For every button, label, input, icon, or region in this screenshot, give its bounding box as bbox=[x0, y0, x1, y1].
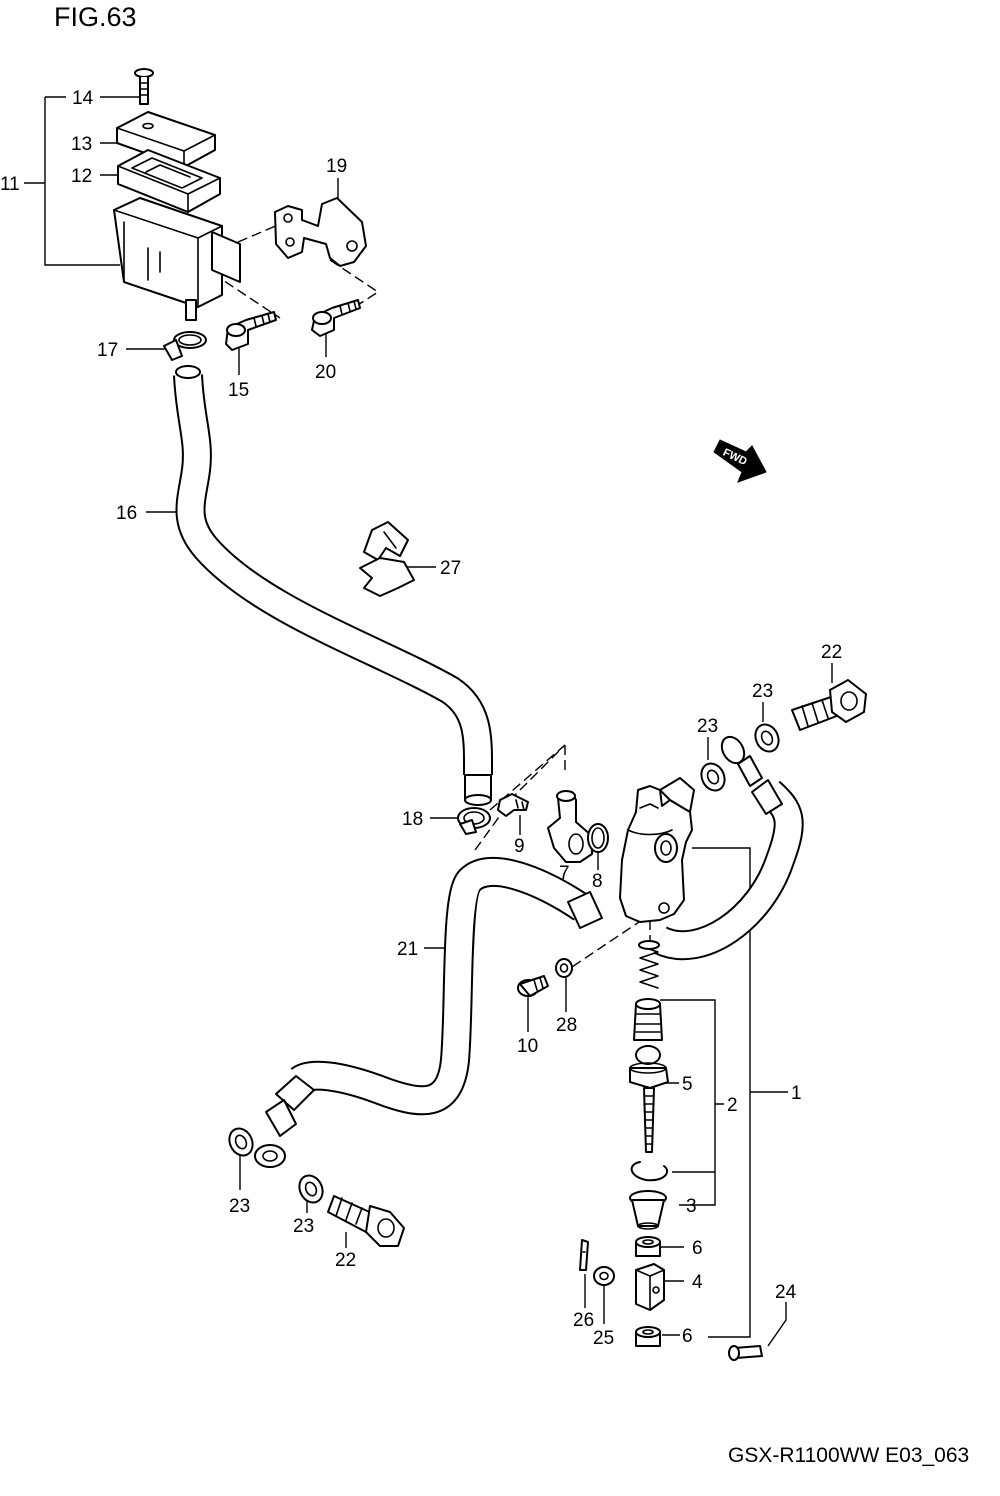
hose-clamp-17 bbox=[163, 331, 207, 361]
dust-boot-3 bbox=[629, 1190, 667, 1230]
washer-25 bbox=[593, 1266, 615, 1286]
callout-5: 5 bbox=[682, 1074, 693, 1095]
callout-6-top: 6 bbox=[692, 1238, 703, 1259]
forward-direction-badge: FWD bbox=[713, 439, 767, 483]
washer-23-bottom bbox=[298, 1174, 324, 1204]
callout-1: 1 bbox=[791, 1083, 802, 1104]
callout-4: 4 bbox=[692, 1272, 703, 1293]
callout-labels: 11 14 13 12 19 17 15 20 16 27 22 23 23 1… bbox=[0, 88, 842, 1349]
union-bolt-22-top bbox=[791, 679, 867, 731]
callout-22-top: 22 bbox=[821, 642, 842, 663]
reservoir-cap bbox=[116, 111, 216, 168]
callout-26: 26 bbox=[573, 1310, 594, 1331]
figure-title: FIG.63 bbox=[54, 2, 137, 32]
callout-12: 12 bbox=[71, 166, 92, 187]
brake-hose-21 bbox=[254, 735, 804, 1168]
callout-13: 13 bbox=[71, 134, 92, 155]
piston-5 bbox=[629, 1045, 669, 1089]
hose-clamp-18 bbox=[457, 807, 491, 835]
washer-23-top-left bbox=[700, 762, 726, 792]
o-ring-8 bbox=[587, 823, 609, 853]
callout-27: 27 bbox=[440, 558, 461, 579]
callout-16: 16 bbox=[116, 503, 137, 524]
reservoir-screw bbox=[134, 68, 154, 105]
callout-23-bottom: 23 bbox=[293, 1216, 314, 1237]
callout-19: 19 bbox=[326, 156, 347, 177]
reservoir-hose bbox=[173, 365, 494, 806]
reservoir-bracket bbox=[274, 197, 367, 267]
lock-nut-6-bottom bbox=[635, 1326, 661, 1347]
callout-22-bottom: 22 bbox=[335, 1250, 356, 1271]
hose-fitting-7 bbox=[547, 790, 593, 863]
union-bolt-22-bottom bbox=[327, 1195, 405, 1247]
callout-20: 20 bbox=[315, 362, 336, 383]
bolt-15 bbox=[225, 311, 277, 351]
push-rod bbox=[643, 1087, 655, 1153]
callout-23-top-left: 23 bbox=[697, 716, 718, 737]
return-spring bbox=[638, 940, 660, 989]
callout-8: 8 bbox=[592, 871, 603, 892]
callout-23-bottom-left: 23 bbox=[229, 1196, 250, 1217]
circlip bbox=[630, 1161, 669, 1182]
lock-nut-6-top bbox=[635, 1236, 661, 1257]
callout-17: 17 bbox=[97, 340, 118, 361]
clevis-4 bbox=[635, 1263, 665, 1311]
clevis-pin-24 bbox=[728, 1345, 763, 1361]
callout-6-bottom: 6 bbox=[682, 1326, 693, 1347]
callout-7: 7 bbox=[559, 863, 570, 884]
callout-25: 25 bbox=[593, 1328, 614, 1349]
figure-footer-code: GSX-R1100WW E03_063 bbox=[728, 1444, 970, 1467]
screw-10 bbox=[517, 975, 549, 997]
callout-2: 2 bbox=[727, 1095, 738, 1116]
callout-23-top-right: 23 bbox=[752, 681, 773, 702]
hose-clip-27 bbox=[359, 521, 415, 597]
secondary-cup bbox=[633, 998, 663, 1041]
callout-24: 24 bbox=[775, 1282, 797, 1303]
cotter-pin-26 bbox=[579, 1239, 589, 1271]
callout-11: 11 bbox=[0, 174, 20, 195]
reservoir-tank bbox=[113, 197, 241, 321]
callout-28: 28 bbox=[556, 1015, 577, 1036]
master-cylinder-body bbox=[619, 777, 695, 923]
reservoir-diaphragm-plate bbox=[117, 149, 221, 213]
callout-10: 10 bbox=[517, 1036, 538, 1057]
washer-23-bottom-left bbox=[228, 1127, 254, 1157]
bolt-20 bbox=[311, 299, 361, 337]
callout-3: 3 bbox=[686, 1196, 697, 1217]
callout-21: 21 bbox=[397, 939, 418, 960]
callout-15: 15 bbox=[228, 380, 249, 401]
screw-9 bbox=[497, 793, 529, 817]
washer-28 bbox=[555, 958, 573, 978]
callout-9: 9 bbox=[514, 836, 525, 857]
washer-23-top-right bbox=[754, 723, 780, 753]
callout-14: 14 bbox=[72, 88, 94, 109]
callout-18: 18 bbox=[402, 809, 423, 830]
